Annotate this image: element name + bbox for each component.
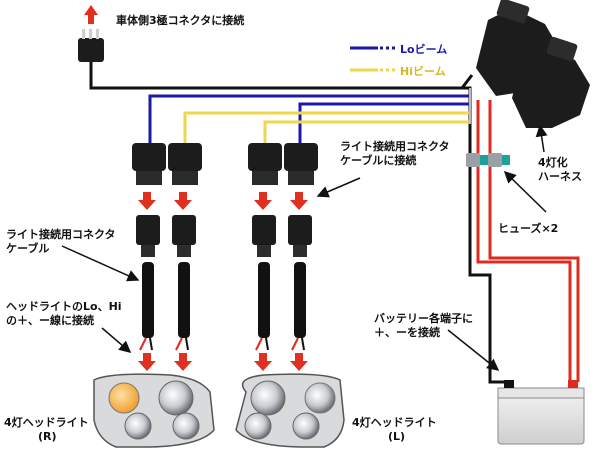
light-connector-label-1: ライト接続用コネクタ	[340, 140, 450, 153]
headlight-wiring-label-2: の＋、ー線に接続	[6, 314, 94, 327]
up-arrow-icon	[84, 5, 98, 24]
vehicle-connector	[78, 5, 104, 62]
fuse-holder	[466, 153, 510, 167]
battery	[497, 380, 585, 445]
headlight-l-label-2: (L)	[388, 430, 406, 443]
positive-wire-1	[476, 100, 572, 382]
harness-relay-2	[512, 36, 590, 128]
legend-hi: Hiビーム	[400, 65, 446, 78]
fuse-label: ヒューズ×2	[498, 222, 559, 235]
headlight-l	[235, 373, 345, 448]
headlight-l-label-1: 4灯ヘッドライト	[352, 416, 437, 429]
hi-wire-l	[263, 120, 470, 143]
battery-label-1: バッテリー各端子に	[374, 312, 473, 325]
connector-cables	[136, 215, 312, 351]
lo-wire-l	[298, 102, 470, 143]
vehicle-connector-label: 車体側3極コネクタに接続	[116, 14, 245, 27]
ground-wire	[89, 62, 510, 384]
battery-label-2: ＋、ーを接続	[374, 326, 440, 339]
down-arrows	[138, 192, 308, 371]
headlight-r	[93, 373, 215, 448]
light-connector-label-2: ケーブルに接続	[340, 154, 417, 167]
headlight-r-label-2: (R)	[38, 430, 57, 443]
harness-label-1: 4灯化	[538, 156, 568, 169]
headlight-wiring-label-1: ヘッドライトのLo、Hi	[6, 300, 122, 313]
headlight-r-label-1: 4灯ヘッドライト	[4, 416, 89, 429]
left-cable-label-1: ライト接続用コネクタ	[6, 228, 116, 241]
harness-label-2: ハーネス	[538, 170, 582, 183]
legend-lo: Loビーム	[400, 43, 448, 56]
connectors-upper	[132, 143, 318, 185]
left-cable-label-2: ケーブル	[6, 242, 50, 255]
positive-wire-2	[488, 100, 580, 382]
lo-wire-r	[148, 94, 470, 143]
hi-wire-r	[183, 111, 470, 143]
